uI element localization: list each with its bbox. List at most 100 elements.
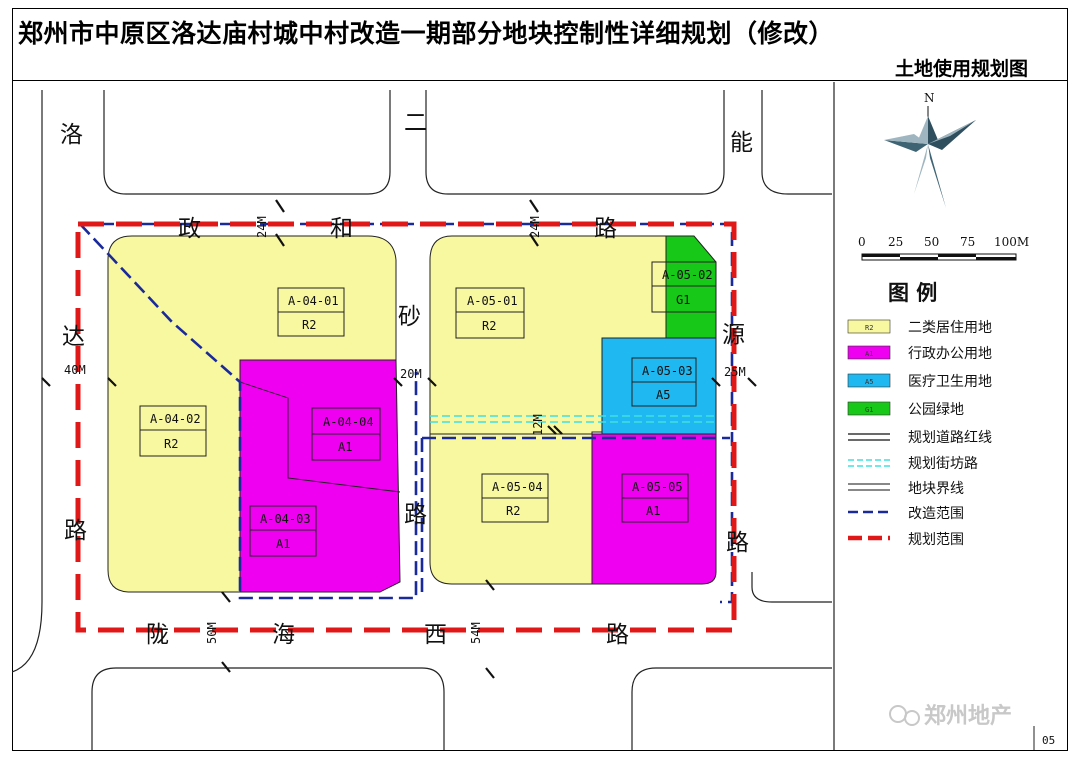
lot-label-A-04-03: A-04-03 A1 (249, 505, 317, 557)
legend-item-a5: A5 医疗卫生用地 (847, 373, 992, 389)
svg-text:R2: R2 (865, 324, 873, 332)
lot-label-A-05-01: A-05-01 R2 (455, 287, 525, 339)
road-longhai-2: 海 (272, 622, 295, 648)
svg-text:A-05-04: A-05-04 (492, 480, 543, 494)
svg-text:A-04-04: A-04-04 (323, 415, 374, 429)
svg-text:R2: R2 (482, 319, 496, 333)
legend-item-road-redline: 规划道路红线 (848, 429, 992, 445)
dim-24m-a: 24M (255, 216, 269, 238)
road-luoda-1: 洛 (60, 122, 83, 148)
scale-tick-25: 25 (888, 235, 903, 249)
svg-text:规划街坊路: 规划街坊路 (908, 455, 978, 471)
svg-text:地块界线: 地块界线 (908, 480, 964, 496)
parcel-A-05-03-A5 (601, 337, 717, 435)
legend-item-r2: R2 二类居住用地 (847, 319, 992, 335)
legend-item-planning-range: 规划范围 (848, 531, 964, 547)
legend-item-lot-boundary: 地块界线 (848, 480, 964, 496)
map-frame (12, 8, 1068, 751)
road-luoda-2: 达 (62, 324, 85, 350)
dim-12m: 12M (531, 414, 545, 436)
parcel-A-05-02-G1 (665, 235, 717, 339)
legend-item-a1: A1 行政办公用地 (847, 345, 992, 361)
svg-text:A1: A1 (865, 350, 873, 358)
svg-text:G1: G1 (865, 406, 873, 414)
svg-text:A-04-01: A-04-01 (288, 294, 339, 308)
land-use-map: 政 和 路 二 砂 路 洛 达 路 能 源 路 陇 海 西 路 24M 24M … (12, 82, 1055, 750)
parcel-A-04-R2 (107, 235, 397, 593)
road-longhai-1: 陇 (146, 622, 169, 648)
svg-text:A5: A5 (865, 378, 873, 386)
scale-tick-50: 50 (924, 235, 939, 249)
svg-text:A1: A1 (276, 537, 290, 551)
page-number-box: 05 (1033, 726, 1055, 750)
svg-text:R2: R2 (506, 504, 520, 518)
svg-text:公园绿地: 公园绿地 (908, 401, 964, 417)
svg-text:A1: A1 (338, 440, 352, 454)
svg-text:R2: R2 (302, 318, 316, 332)
svg-text:A-05-01: A-05-01 (467, 294, 518, 308)
legend-title: 图 例 (888, 280, 937, 305)
svg-text:R2: R2 (164, 437, 178, 451)
dim-25m: 25M (724, 365, 746, 379)
map-subtitle: 土地使用规划图 (894, 58, 1028, 80)
svg-text:A5: A5 (656, 388, 670, 402)
svg-text:规划道路红线: 规划道路红线 (908, 429, 992, 445)
svg-text:G1: G1 (676, 293, 690, 307)
dim-54m: 54M (469, 622, 483, 644)
dimension-ticks (41, 199, 757, 679)
parcel-divider-04 (239, 381, 401, 493)
svg-text:医疗卫生用地: 医疗卫生用地 (908, 373, 992, 389)
scale-bar: 0 25 50 75 100M (858, 235, 1029, 261)
lot-label-A-05-04: A-05-04 R2 (481, 473, 549, 523)
parcel-A-05-R2 (429, 235, 669, 585)
lot-label-A-04-01: A-04-01 R2 (277, 287, 345, 337)
scale-tick-100: 100M (994, 235, 1029, 249)
svg-text:二类居住用地: 二类居住用地 (908, 319, 992, 335)
watermark-text: 郑州地产 (924, 703, 1012, 728)
road-longhai-4: 路 (606, 622, 629, 648)
compass-north: N (924, 91, 935, 105)
dim-24m-b: 24M (528, 216, 542, 238)
dim-20m: 20M (400, 367, 422, 381)
svg-text:A1: A1 (646, 504, 660, 518)
road-nengyuan-2: 源 (722, 322, 745, 348)
road-edges (12, 90, 832, 750)
legend: 图 例 R2 二类居住用地 A1 行政办公用地 A5 医疗卫生用地 G1 公园绿… (847, 280, 992, 547)
svg-text:规划范围: 规划范围 (908, 531, 964, 547)
road-nengyuan-3: 路 (726, 530, 749, 556)
scale-tick-75: 75 (960, 235, 975, 249)
map-title: 郑州市中原区洛达庙村城中村改造一期部分地块控制性详细规划（修改） (18, 19, 835, 48)
svg-text:行政办公用地: 行政办公用地 (908, 345, 992, 361)
legend-item-neighborhood-road: 规划街坊路 (848, 455, 978, 471)
lot-label-A-05-02: A-05-02 G1 (651, 261, 717, 313)
dim-40m: 40M (64, 363, 86, 377)
road-labels: 政 和 路 二 砂 路 洛 达 路 能 源 路 陇 海 西 路 (60, 110, 753, 648)
svg-text:改造范围: 改造范围 (908, 505, 964, 521)
parcel-A-04-A1 (239, 359, 401, 593)
lot-label-A-04-04: A-04-04 A1 (311, 407, 381, 461)
svg-text:A-04-02: A-04-02 (150, 412, 201, 426)
parcel-A-05-05-A1 (591, 433, 717, 585)
watermark: 郑州地产 (889, 703, 1012, 728)
road-luoda-3: 路 (64, 518, 87, 544)
compass-rose-icon: N (884, 91, 976, 208)
legend-item-g1: G1 公园绿地 (847, 401, 964, 417)
svg-text:A-05-05: A-05-05 (632, 480, 683, 494)
road-longhai-3: 西 (424, 622, 447, 648)
title-divider (12, 80, 1068, 81)
page-number: 05 (1042, 734, 1055, 747)
lot-label-A-05-03: A-05-03 A5 (631, 357, 697, 407)
road-er: 二 (404, 110, 427, 136)
planning-range (75, 221, 737, 633)
dimension-labels: 24M 24M 40M 20M 25M 12M 50M 54M (64, 216, 746, 644)
road-zhenghe-1: 政 (178, 216, 201, 242)
legend-item-renovation-range: 改造范围 (848, 505, 964, 521)
lot-labels: A-04-01 R2 A-04-02 R2 A-04-03 A1 A-04-04… (139, 261, 717, 557)
road-zhenghe-3: 路 (594, 216, 617, 242)
svg-text:A-05-03: A-05-03 (642, 364, 693, 378)
west-block (107, 235, 401, 593)
svg-text:A-05-02: A-05-02 (662, 268, 713, 282)
lot-label-A-04-02: A-04-02 R2 (139, 405, 207, 457)
dim-50m: 50M (205, 622, 219, 644)
road-nengyuan-1: 能 (730, 130, 753, 156)
